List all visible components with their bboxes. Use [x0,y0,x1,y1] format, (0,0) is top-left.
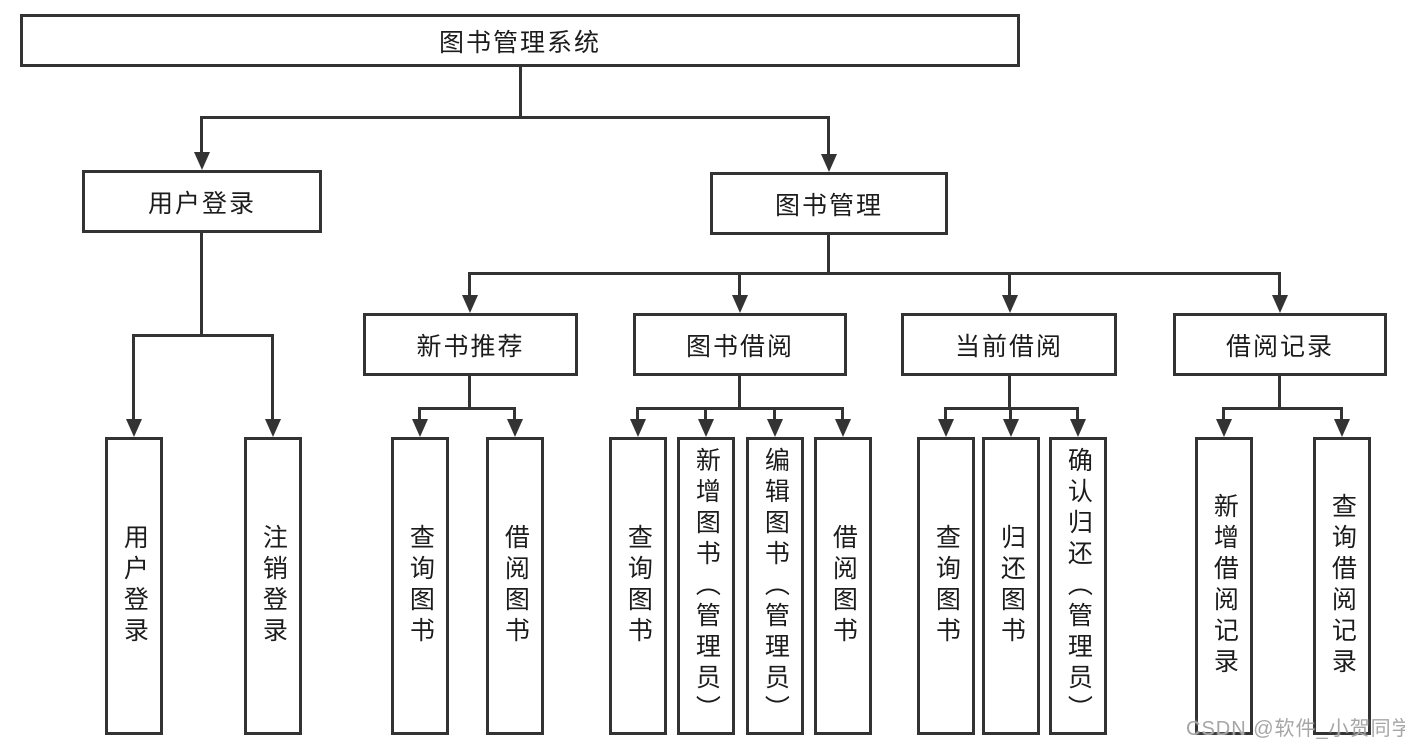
node-borrow-record: 借阅记录 [1173,313,1387,376]
arrow-head [412,419,428,437]
leaf-label: 注销登录 [259,524,288,648]
connector-line [1278,376,1281,407]
leaf-confirm-return-admin: 确认归还（管理员） [1049,437,1107,735]
leaf-label: 新增图书（管理员） [692,446,721,726]
arrow-head [821,154,837,172]
leaf-query-books-borrow: 查询图书 [609,437,667,735]
connector-line [271,334,274,421]
arrow-head [1334,419,1350,437]
node-book-borrow-label: 图书借阅 [685,332,794,361]
leaf-label: 新增借阅记录 [1210,493,1239,679]
leaf-query-books-current: 查询图书 [917,437,975,735]
arrow-head [767,419,783,437]
leaf-label: 借阅图书 [501,524,530,648]
node-current-borrow: 当前借阅 [901,313,1117,376]
leaf-edit-book-admin: 编辑图书（管理员） [746,437,804,735]
node-borrow-record-label: 借阅记录 [1225,332,1334,361]
leaf-label: 编辑图书（管理员） [761,446,790,726]
node-user-login: 用户登录 [82,170,322,233]
leaf-borrow-books: 借阅图书 [814,437,872,735]
leaf-add-book-admin: 新增图书（管理员） [677,437,735,735]
connector-line [468,272,1281,275]
leaf-label: 用户登录 [120,524,149,648]
node-new-book-recommend: 新书推荐 [363,313,578,376]
csdn-watermark: CSDN @软件_小贺同学 [1186,718,1405,740]
node-book-management: 图书管理 [710,172,948,235]
connector-line [636,407,844,410]
leaf-label: 确认归还（管理员） [1064,446,1093,726]
leaf-return-books: 归还图书 [982,437,1040,735]
leaf-label: 归还图书 [997,524,1026,648]
leaf-query-borrow-record: 查询借阅记录 [1313,437,1371,735]
arrow-head [732,295,748,313]
arrow-head [630,419,646,437]
connector-line [133,334,274,337]
leaf-logout: 注销登录 [244,437,302,735]
arrow-head [126,419,142,437]
connector-line [519,67,522,116]
leaf-label: 借阅图书 [829,524,858,648]
connector-line [1008,376,1011,407]
connector-line [468,376,471,407]
leaf-query-books-recommend: 查询图书 [391,437,449,735]
arrow-head [1216,419,1232,437]
connector-line [200,116,203,154]
arrow-head [698,419,714,437]
leaf-label: 查询图书 [624,524,653,648]
connector-line [418,407,421,421]
connector-line [1009,407,1012,421]
node-root-label: 图书管理系统 [438,28,601,57]
leaf-borrow-books-recommend: 借阅图书 [486,437,544,735]
leaf-add-borrow-record: 新增借阅记录 [1195,437,1253,735]
connector-line [200,233,203,334]
connector-line [1008,272,1011,297]
node-book-borrow: 图书借阅 [633,313,847,376]
connector-line [1222,407,1343,410]
arrow-head [1002,295,1018,313]
node-book-management-label: 图书管理 [774,191,883,220]
connector-line [827,116,830,156]
arrow-head [265,419,281,437]
arrow-head [835,419,851,437]
node-new-book-recommend-label: 新书推荐 [416,332,525,361]
node-current-borrow-label: 当前借阅 [954,332,1063,361]
connector-line [1278,272,1281,297]
arrow-head [938,419,954,437]
leaf-label: 查询图书 [406,524,435,648]
connector-line [132,334,135,421]
connector-line [1222,407,1225,421]
arrow-head [462,295,478,313]
arrow-head [1070,419,1086,437]
connector-line [827,235,830,272]
connector-line [704,407,707,421]
connector-line [1340,407,1343,421]
connector-line [418,407,516,410]
connector-line [773,407,776,421]
connector-line [200,116,830,119]
leaf-user-login: 用户登录 [105,437,163,735]
connector-line [738,376,741,407]
node-root: 图书管理系统 [20,14,1020,67]
node-user-login-label: 用户登录 [147,189,256,218]
connector-line [468,272,471,297]
connector-line [513,407,516,421]
leaf-label: 查询借阅记录 [1328,493,1357,679]
arrow-head [194,152,210,170]
connector-line [944,407,947,421]
connector-line [1076,407,1079,421]
connector-line [636,407,639,421]
arrow-head [507,419,523,437]
connector-line [738,272,741,297]
arrow-head [1272,295,1288,313]
arrow-head [1003,419,1019,437]
leaf-label: 查询图书 [932,524,961,648]
connector-line [841,407,844,421]
